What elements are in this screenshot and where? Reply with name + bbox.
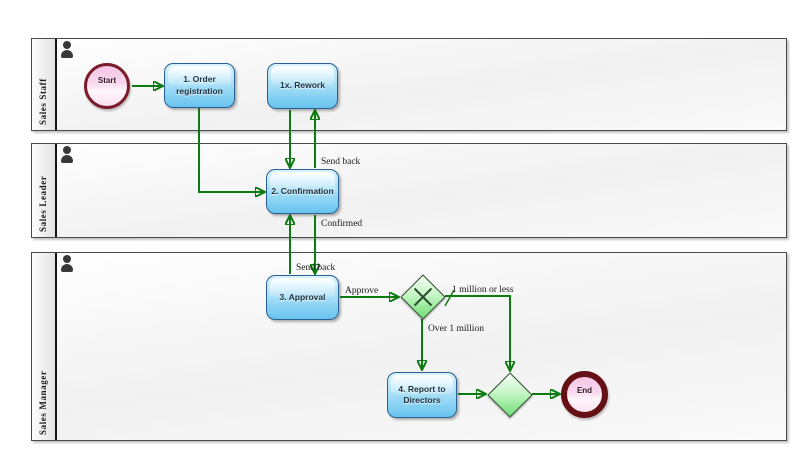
merge-gateway[interactable] <box>486 371 533 418</box>
lane-header-sales-manager: Sales Manager <box>32 253 57 440</box>
task-rework[interactable]: 1x. Rework <box>267 63 338 109</box>
lane-content-sales-manager <box>57 253 786 440</box>
person-icon <box>60 41 74 59</box>
gateway-diamond <box>486 371 533 418</box>
lane-label: Sales Leader <box>38 175 48 232</box>
task-label: 3. Approval <box>279 291 326 302</box>
task-report-to-directors[interactable]: 4. Report to Directors <box>387 372 457 418</box>
lane-header-sales-leader: Sales Leader <box>32 144 57 237</box>
flow-label-send-back-top: Send back <box>321 157 361 167</box>
flow-label-approve: Approve <box>345 286 379 296</box>
flow-label-over-million: Over 1 million <box>428 324 484 334</box>
lane-sales-leader: Sales Leader <box>31 143 787 238</box>
lane-label: Sales Manager <box>38 370 48 435</box>
flow-label-million-or-less: 1 million or less <box>452 285 514 295</box>
flow-label-confirmed: Confirmed <box>321 219 363 229</box>
task-label: 1. Order registration <box>176 74 223 96</box>
flow-label-send-back-bottom: Send back <box>296 263 336 273</box>
start-event-label: Start <box>97 75 117 85</box>
gateway-diamond-x-icon <box>399 273 446 320</box>
task-confirmation[interactable]: 2. Confirmation <box>266 169 339 214</box>
person-icon <box>60 255 74 273</box>
task-label: 4. Report to Directors <box>398 383 446 405</box>
lane-sales-staff: Sales Staff <box>31 38 787 131</box>
task-label: 1x. Rework <box>280 80 325 91</box>
task-order-registration[interactable]: 1. Order registration <box>164 63 235 108</box>
lane-header-sales-staff: Sales Staff <box>32 39 57 130</box>
lane-label: Sales Staff <box>38 78 48 125</box>
task-approval[interactable]: 3. Approval <box>266 275 339 320</box>
lane-content-sales-leader <box>57 144 786 237</box>
end-event[interactable]: End <box>561 371 608 418</box>
start-event[interactable]: Start <box>84 63 130 109</box>
person-icon <box>60 146 74 164</box>
task-label: 2. Confirmation <box>271 185 334 196</box>
end-event-label: End <box>576 386 593 395</box>
exclusive-gateway[interactable] <box>399 273 446 320</box>
lane-content-sales-staff <box>57 39 786 130</box>
